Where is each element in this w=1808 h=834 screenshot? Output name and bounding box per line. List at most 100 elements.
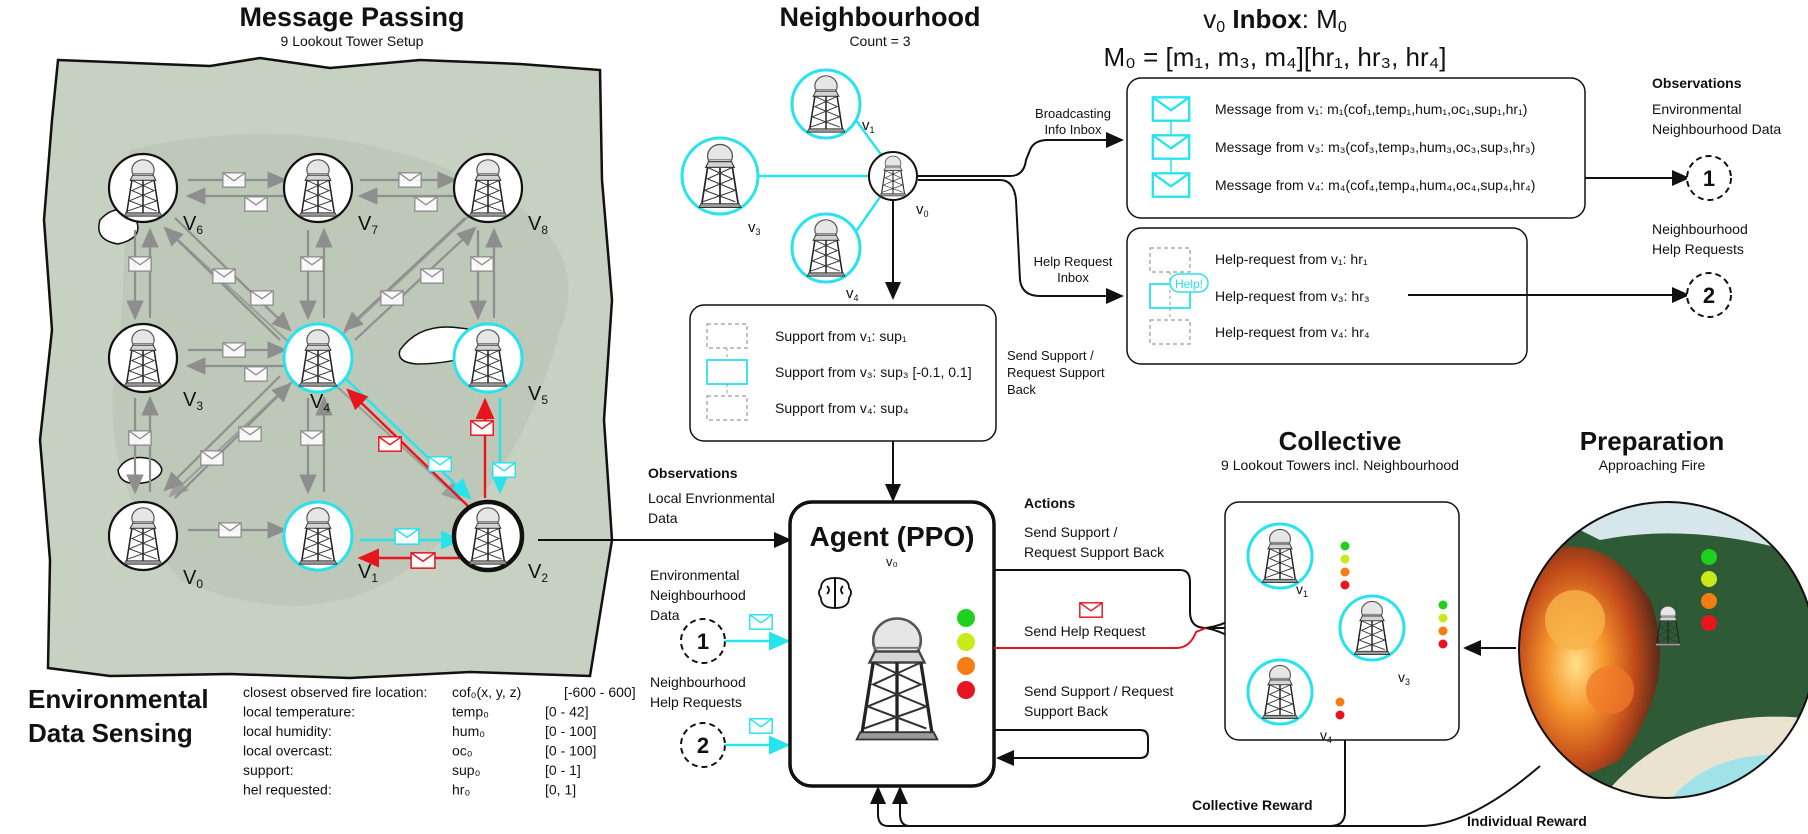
agent-title: Agent (PPO) — [810, 521, 975, 552]
agent-input-2-number: 2 — [697, 733, 709, 758]
obs-help-label: Help Requests — [1652, 241, 1744, 257]
agent-input-1-number: 1 — [697, 629, 709, 654]
tower-label: V0 — [183, 567, 203, 591]
individual-reward-label: Individual Reward — [1467, 813, 1587, 829]
observation-2-number: 2 — [1703, 283, 1715, 308]
inbox-formula: M₀ = [m₁, m₃, m₄][hr₁, hr₃, hr₄] — [1103, 42, 1446, 72]
broadcast-label-1: Broadcasting — [1035, 106, 1111, 121]
agent-obs-label: Neighbourhood — [650, 674, 746, 690]
support-panel: Support from v₁: sup₁ Support from v₃: s… — [689, 304, 1105, 502]
status-light — [1340, 554, 1350, 564]
message-row: Message from v₃: m₃(cof₃,temp₃,hum₃,oc₃,… — [1215, 139, 1535, 155]
support-slot — [706, 359, 748, 385]
sensing-row-name: hel requested: — [243, 782, 332, 798]
help-label-1: Help Request — [1034, 254, 1113, 269]
sensing-row-name: closest observed fire location: — [243, 684, 427, 700]
status-light — [957, 681, 975, 699]
observation-1-number: 1 — [1703, 166, 1715, 191]
status-light — [1438, 613, 1448, 623]
action-1-label: Request Support Back — [1024, 544, 1165, 560]
sensing-row-var: temp₀ — [452, 704, 489, 720]
status-light — [1340, 541, 1350, 551]
obs-env-label: Environmental — [1652, 101, 1742, 117]
neighbour-tower-v3 — [680, 136, 760, 216]
action-2-label: Send Help Request — [1024, 623, 1146, 639]
status-light — [1701, 549, 1717, 565]
support-box — [689, 304, 997, 442]
help-badge — [1169, 273, 1209, 293]
tower-v2 — [451, 499, 525, 573]
help-request-row: Help-request from v₃: hr₃ — [1215, 288, 1370, 304]
empty-slot — [1149, 319, 1191, 345]
tower-label: V6 — [183, 213, 203, 237]
help-envelope-icon — [1079, 602, 1103, 618]
sensing-row-range: [0 - 1] — [545, 762, 581, 778]
observation-2-circle — [1686, 272, 1732, 318]
sensing-title-1: Environmental — [28, 684, 209, 714]
center-tower-v0 — [868, 151, 918, 201]
message-row: Message from v₁: m₁(cof₁,temp₁,hum₁,oc₁,… — [1215, 101, 1527, 117]
support-row: Support from v₄: sup₄ — [775, 400, 909, 416]
help-label-2: Inbox — [1057, 270, 1089, 285]
status-light — [1701, 593, 1717, 609]
support-row: Support from v₁: sup₁ — [775, 328, 907, 344]
sensing-row-range: [-600 - 600] — [564, 684, 636, 700]
status-light — [957, 657, 975, 675]
sensing-row-var: hr₀ — [452, 782, 470, 798]
tower-v3 — [107, 322, 179, 394]
tower-label: V8 — [528, 213, 548, 237]
tower-label: V2 — [528, 561, 548, 585]
tower-label: V4 — [310, 391, 330, 415]
actions-title: Actions — [1024, 495, 1076, 511]
sensing-panel: Environmental Data Sensing closest obser… — [28, 684, 636, 798]
action-1-label: Send Support / — [1024, 524, 1118, 540]
tower-v1 — [282, 500, 354, 572]
status-light — [1340, 567, 1350, 577]
agent-subtitle: v₀ — [886, 554, 898, 569]
sensing-row-name: local humidity: — [243, 723, 332, 739]
status-light — [1340, 580, 1350, 590]
message-envelope-icon — [1151, 172, 1191, 198]
support-side-label: Back — [1007, 382, 1036, 397]
agent-obs-label: Neighbourhood — [650, 587, 746, 603]
help-request-row: Help-request from v₁: hr₁ — [1215, 251, 1368, 267]
message-passing-title: Message Passing — [239, 2, 464, 32]
collective-tower-v4 — [1246, 658, 1314, 726]
broadcast-label-2: Info Inbox — [1044, 122, 1102, 137]
tower-label: v0 — [916, 201, 929, 219]
tower-label: v1 — [862, 117, 875, 135]
status-light — [1335, 697, 1345, 707]
support-side-label: Request Support — [1007, 365, 1105, 380]
obs-env-label: Neighbourhood Data — [1652, 121, 1781, 137]
agent-obs-title: Observations — [648, 465, 738, 481]
sensing-row-var: cof₀(x, y, z) — [452, 684, 521, 700]
observations-title: Observations — [1652, 75, 1742, 91]
sensing-row-var: oc₀ — [452, 743, 473, 759]
status-light — [1438, 626, 1448, 636]
empty-slot — [1149, 247, 1191, 273]
fire-scene-image — [1519, 502, 1808, 798]
inbox-title: v0 Inbox: M0 — [1203, 4, 1347, 36]
collective-panel: Collective 9 Lookout Towers incl. Neighb… — [892, 426, 1460, 827]
neighbourhood-title: Neighbourhood — [780, 2, 981, 32]
tower-v0 — [107, 500, 179, 572]
action-3-label: Send Support / Request — [1024, 683, 1174, 699]
empty-slot — [706, 323, 748, 349]
sensing-title-2: Data Sensing — [28, 718, 193, 748]
agent-obs-label: Local Envrionmental — [648, 490, 775, 506]
support-side-label: Send Support / — [1007, 348, 1094, 363]
inbox-panel: v0 Inbox: M0 M₀ = [m₁, m₃, m₄][hr₁, hr₃,… — [1103, 4, 1690, 365]
collective-title: Collective — [1279, 426, 1402, 456]
message-row: Message from v₄: m₄(cof₄,temp₄,hum₄,oc₄,… — [1215, 177, 1535, 193]
support-row: Support from v₃: sup₃ [-0.1, 0.1] — [775, 364, 972, 380]
actions-panel: Actions Send Support / Request Support B… — [994, 495, 1340, 719]
status-light — [1701, 571, 1717, 587]
sensing-row-range: [0 - 100] — [545, 743, 596, 759]
tower-v6 — [107, 152, 179, 224]
agent-obs-label: Data — [650, 607, 680, 623]
collective-tower-v3 — [1338, 594, 1406, 662]
message-envelope-icon — [1151, 96, 1191, 122]
brain-icon — [818, 577, 852, 609]
envelope-icon — [749, 718, 773, 734]
